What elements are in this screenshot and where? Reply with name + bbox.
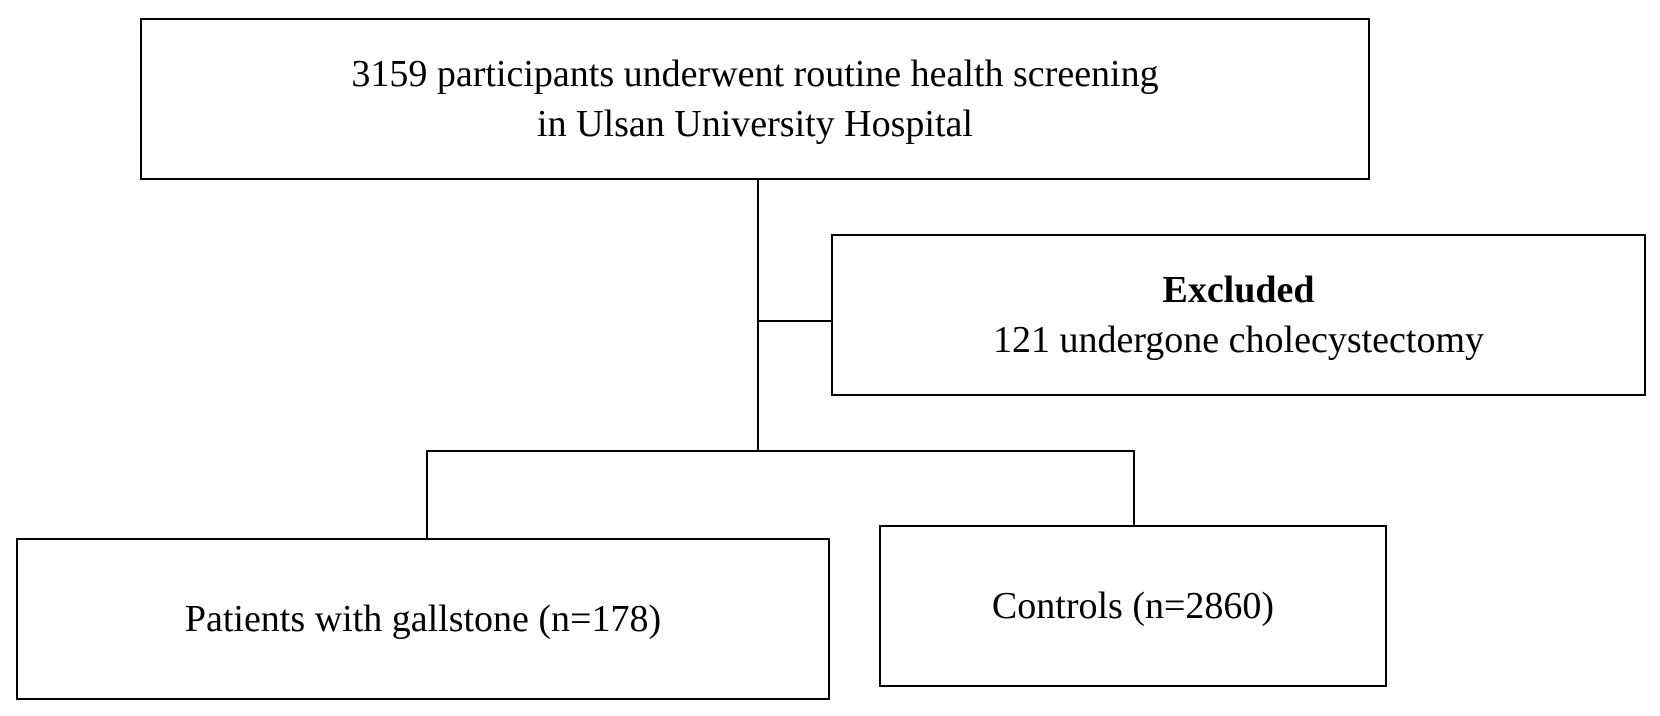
main-connector [757, 180, 759, 451]
controls-label: Controls (n=2860) [991, 585, 1275, 627]
screening-line-2: in Ulsan University Hospital [537, 103, 973, 145]
left-branch-connector [426, 450, 428, 538]
screening-box: 3159 participants underwent routine heal… [140, 18, 1370, 180]
excluded-box: Excluded 121 undergone cholecystectomy [831, 234, 1646, 396]
split-connector [426, 450, 1135, 452]
excluded-detail: 121 undergone cholecystectomy [992, 319, 1485, 361]
controls-box: Controls (n=2860) [879, 525, 1387, 687]
exclusion-connector [757, 320, 831, 322]
gallstone-patients-label: Patients with gallstone (n=178) [184, 598, 662, 640]
screening-line-1: 3159 participants underwent routine heal… [351, 53, 1159, 95]
excluded-heading: Excluded [1162, 269, 1315, 311]
right-branch-connector [1133, 450, 1135, 525]
gallstone-patients-box: Patients with gallstone (n=178) [16, 538, 830, 700]
